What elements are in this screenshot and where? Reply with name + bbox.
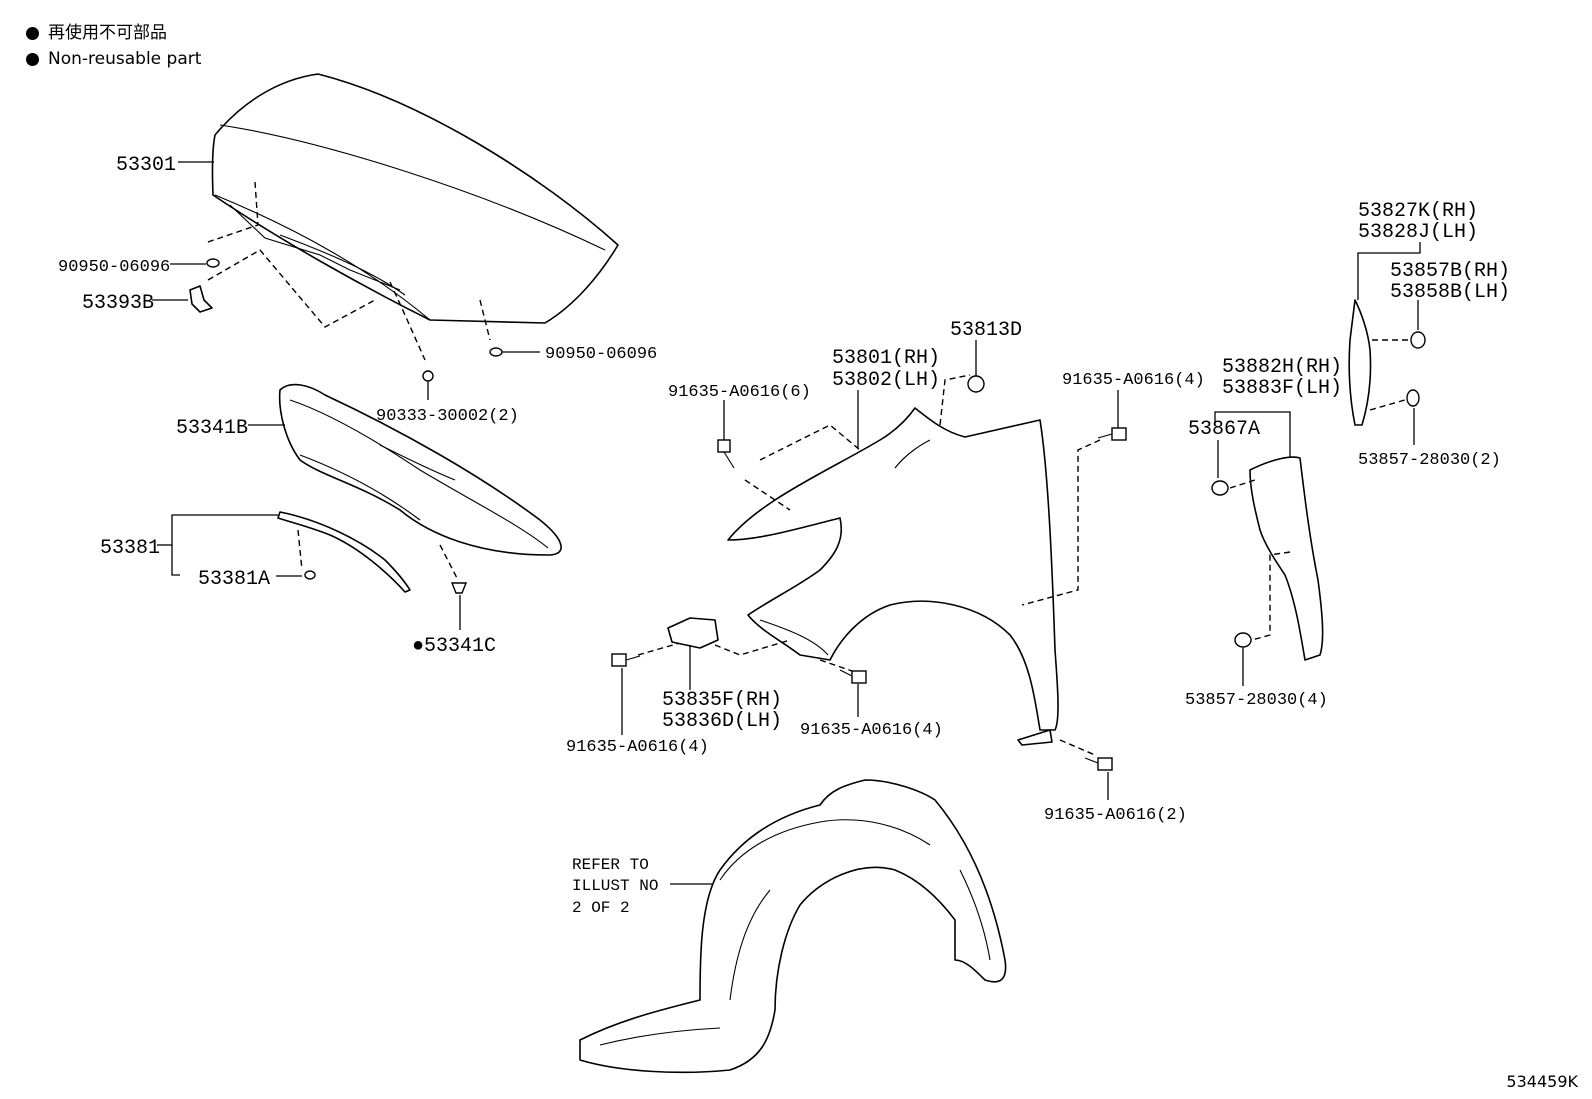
label-91635-4b: 91635-A0616(4) [566,738,709,757]
label-91635-4c: 91635-A0616(4) [800,721,943,740]
fender-liner [579,779,1007,1074]
label-91635-2: 91635-A0616(2) [1044,806,1187,825]
label-53381: 53381 [100,537,160,560]
label-53801: 53801(RH) [832,347,940,370]
label-53341b: 53341B [176,417,248,440]
non-reusable-dot-icon [26,26,39,40]
label-53301: 53301 [116,154,176,177]
legend: 再使用不可部品 Non-reusable part [26,20,201,72]
label-91635-4a: 91635-A0616(4) [1062,371,1205,390]
insulator-clip-icon [450,582,468,594]
note-line3: 2 OF 2 [572,899,630,917]
grommet-icon [489,347,503,357]
label-53857-2: 53857-28030(2) [1358,451,1501,470]
fender-clip-icon [967,375,985,393]
bolt-icon [1084,757,1113,771]
fender-seal-lower [1249,456,1324,661]
bolt-icon [717,439,735,469]
seal-clip-icon [1211,480,1229,496]
label-53882h: 53882H(RH) [1222,356,1342,379]
hood-clip-icon [189,285,213,313]
note-line1: REFER TO [572,856,649,874]
non-reusable-dot-icon [26,52,39,66]
legend-row-en: Non-reusable part [26,46,201,72]
front-fender [727,407,1059,731]
bolt-icon [839,669,867,684]
label-53867a: 53867A [1188,418,1260,441]
fender-bracket [1017,729,1053,746]
label-53828j: 53828J(LH) [1358,221,1478,244]
label-53802: 53802(LH) [832,369,940,392]
label-90333: 90333-30002(2) [376,407,519,426]
label-53857-4: 53857-28030(4) [1185,691,1328,710]
hood-panel [211,73,619,324]
hood-seal [277,511,411,593]
seal-clip-icon [1410,331,1426,349]
legend-text-jp: 再使用不可部品 [48,23,167,43]
label-91635-6: 91635-A0616(6) [668,383,811,402]
seal-clip-icon [1406,389,1420,407]
label-53393b: 53393B [82,292,154,315]
label-53341c: ●53341C [412,635,496,658]
cushion-icon [422,370,434,382]
label-53835f: 53835F(RH) [662,689,782,712]
drawing-id: 534459K [1506,1072,1578,1091]
label-53857b: 53857B(RH) [1390,260,1510,283]
grommet-icon [206,258,220,268]
legend-row-jp: 再使用不可部品 [26,20,201,46]
seal-clip-icon [1234,632,1252,648]
clip-icon [304,570,316,580]
label-53813d: 53813D [950,319,1022,342]
bolt-icon [1097,427,1127,441]
label-90950-a: 90950-06096 [58,258,170,277]
label-53883f: 53883F(LH) [1222,377,1342,400]
hood-insulator [278,383,562,556]
bolt-icon [611,653,641,667]
label-53858b: 53858B(LH) [1390,281,1510,304]
note-line2: ILLUST NO [572,877,658,895]
legend-text-en: Non-reusable part [48,49,202,69]
fender-bracket-53835 [667,617,719,649]
label-53827k: 53827K(RH) [1358,200,1478,223]
fender-seal-upper [1348,299,1372,426]
label-53381a: 53381A [198,568,270,591]
label-53836d: 53836D(LH) [662,710,782,733]
label-90950-b: 90950-06096 [545,345,657,364]
